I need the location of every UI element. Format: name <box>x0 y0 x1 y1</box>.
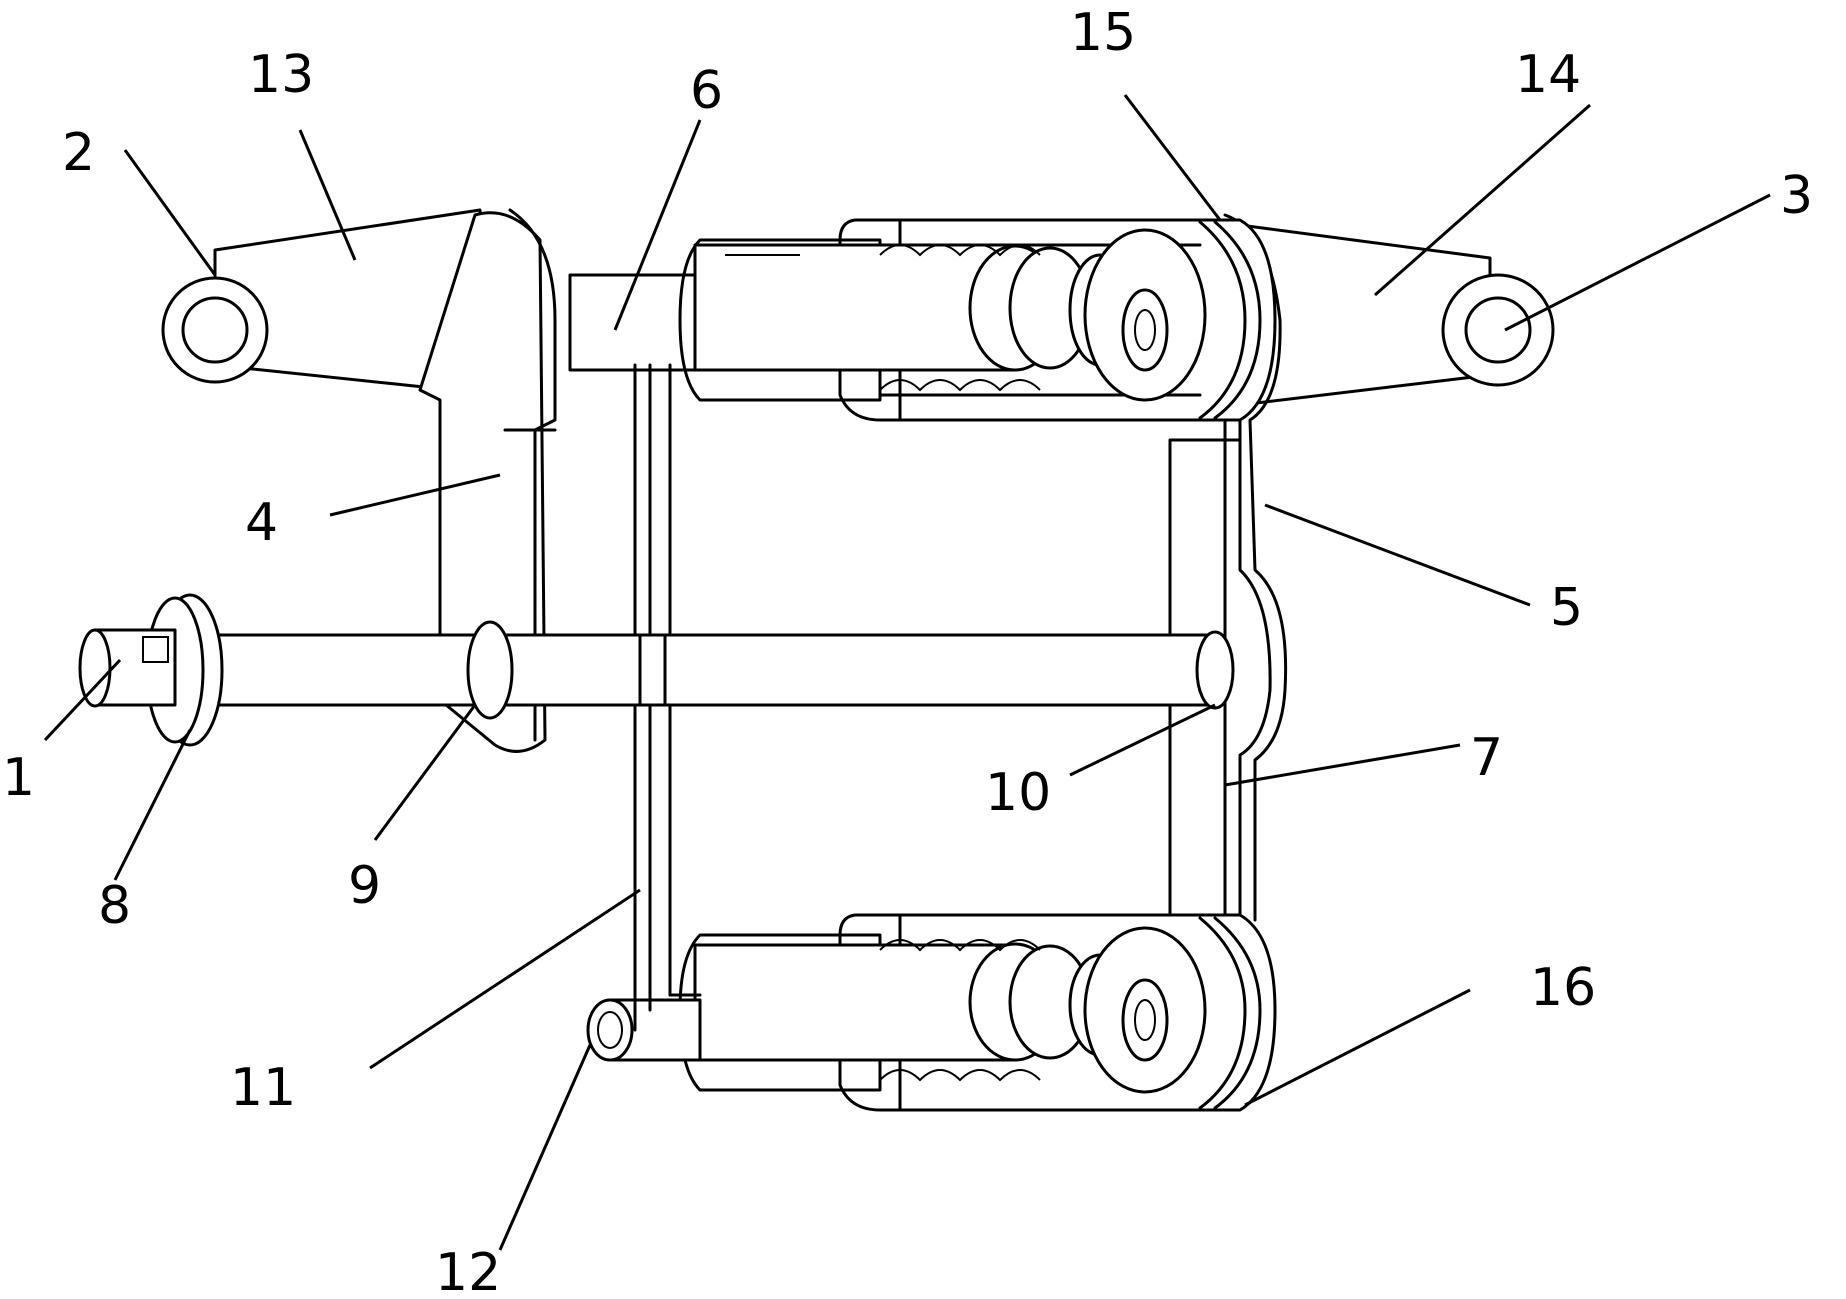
label-16: 16 <box>1530 958 1596 1018</box>
label-3: 3 <box>1780 166 1813 226</box>
right-rocker-arm <box>1240 225 1553 405</box>
label-5: 5 <box>1550 578 1583 638</box>
label-9: 9 <box>348 856 381 916</box>
label-13: 13 <box>248 45 314 105</box>
label-10: 10 <box>985 763 1051 823</box>
label-12: 12 <box>435 1243 501 1295</box>
label-4: 4 <box>245 493 278 553</box>
label-14: 14 <box>1515 45 1581 105</box>
label-11: 11 <box>230 1058 296 1118</box>
lower-shaft <box>588 1000 700 1060</box>
main-shaft <box>80 595 1233 745</box>
label-1: 1 <box>2 748 35 808</box>
label-8: 8 <box>98 876 131 936</box>
label-6: 6 <box>690 61 723 121</box>
lower-cylinder <box>680 915 1275 1110</box>
label-15: 15 <box>1070 3 1136 63</box>
label-7: 7 <box>1470 728 1503 788</box>
label-2: 2 <box>62 123 95 183</box>
upper-cylinder <box>680 220 1275 420</box>
